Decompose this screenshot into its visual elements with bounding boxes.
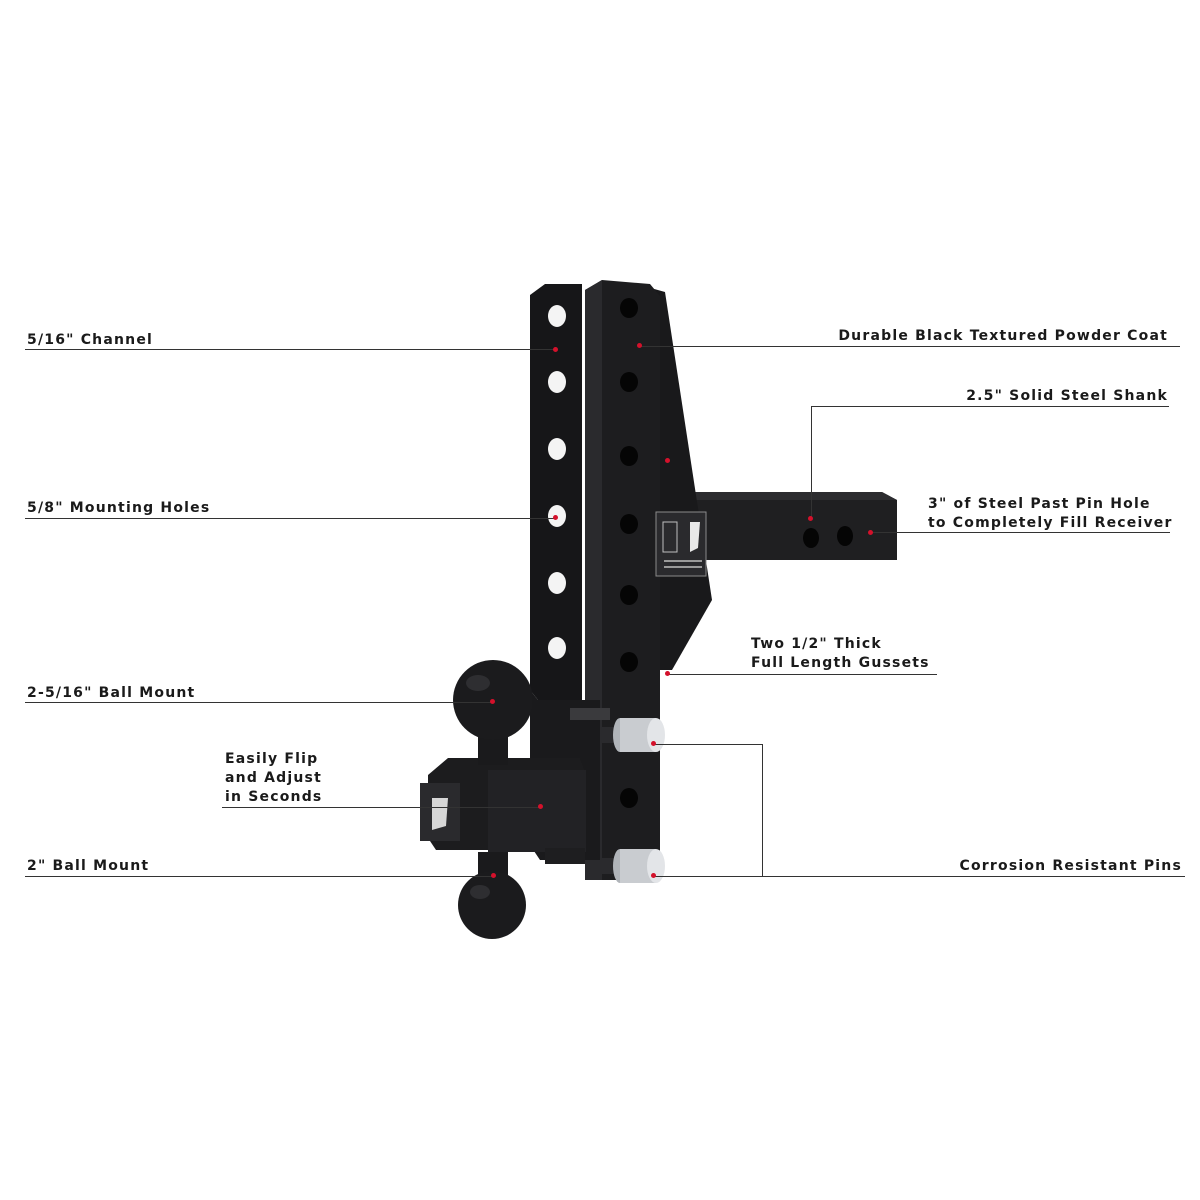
ball-highlight [466,675,490,691]
pin-lower [600,849,665,883]
label-flip-line3: in Seconds [225,789,323,805]
mounting-hole [620,652,638,672]
mounting-hole [620,298,638,318]
marker-pin-upper [651,741,656,746]
label-ball-2: 2" Ball Mount [27,858,150,874]
channel-hole [548,637,566,659]
ball-mount-bottom-bracket [545,848,585,864]
callout-line-powder-coat [640,346,1180,347]
channel-back-plate [530,284,582,700]
ball-highlight [470,885,490,899]
marker-shank [808,516,813,521]
label-gussets-line2: Full Length Gussets [751,655,930,671]
shank-pin-holes [803,526,853,548]
pin-upper [600,718,665,752]
label-gussets-line1: Two 1/2" Thick [751,636,882,652]
label-shank: 2.5" Solid Steel Shank [966,388,1168,404]
brand-logo-shape [690,522,700,552]
label-flip-line1: Easily Flip [225,751,319,767]
label-fill-line1: 3" of Steel Past Pin Hole [928,496,1151,512]
label-mounting-holes: 5/8" Mounting Holes [27,500,211,516]
marker-ball-2 [491,873,496,878]
label-flip-line2: and Adjust [225,770,322,786]
callout-line-gussets [667,674,937,675]
brand-badge-line [664,566,702,568]
marker-pin-lower [651,873,656,878]
ball-mount-block [488,770,586,852]
ball-2 [458,871,526,939]
label-ball-2516: 2-5/16" Ball Mount [27,685,196,701]
callout-line-pins [655,876,1185,877]
marker-gussets [665,671,670,676]
callout-line-ball-2516 [25,702,493,703]
callout-line-mounting-holes [25,518,555,519]
channel-holes [548,305,566,659]
marker-channel [553,347,558,352]
callout-line-pins-upper [655,744,763,745]
channel-hole [548,572,566,594]
marker-fill [868,530,873,535]
callout-line-ball-2 [25,876,495,877]
channel-hole [548,305,566,327]
marker-gusset-mid [665,458,670,463]
shank-pin-hole [803,528,819,548]
callout-line-channel [25,349,555,350]
channel-hole [548,438,566,460]
callout-line-shank-v [811,406,812,518]
mounting-hole [620,372,638,392]
channel-hole [548,371,566,393]
marker-ball-2516 [490,699,495,704]
shank-pin-hole [837,526,853,546]
label-pins: Corrosion Resistant Pins [959,858,1182,874]
label-channel: 5/16" Channel [27,332,154,348]
ball-mount-pin [570,708,610,720]
label-powder-coat: Durable Black Textured Powder Coat [838,328,1168,344]
callout-line-flip [222,807,542,808]
main-channel-holes [620,298,638,808]
marker-flip [538,804,543,809]
mounting-hole [620,585,638,605]
callout-line-fill [870,532,1170,533]
mounting-hole [620,446,638,466]
ball-mount-logo [432,798,448,830]
brand-badge-line [664,560,702,562]
shank [650,492,897,560]
callout-line-shank-h [811,406,1169,407]
marker-powder-coat [637,343,642,348]
label-fill-line2: to Completely Fill Receiver [928,515,1173,531]
marker-mounting-holes [553,515,558,520]
brand-badge-mark [662,521,678,553]
mounting-hole [620,788,638,808]
callout-line-pins-v [762,744,763,876]
mounting-hole [620,514,638,534]
shank-top-face [650,492,897,500]
